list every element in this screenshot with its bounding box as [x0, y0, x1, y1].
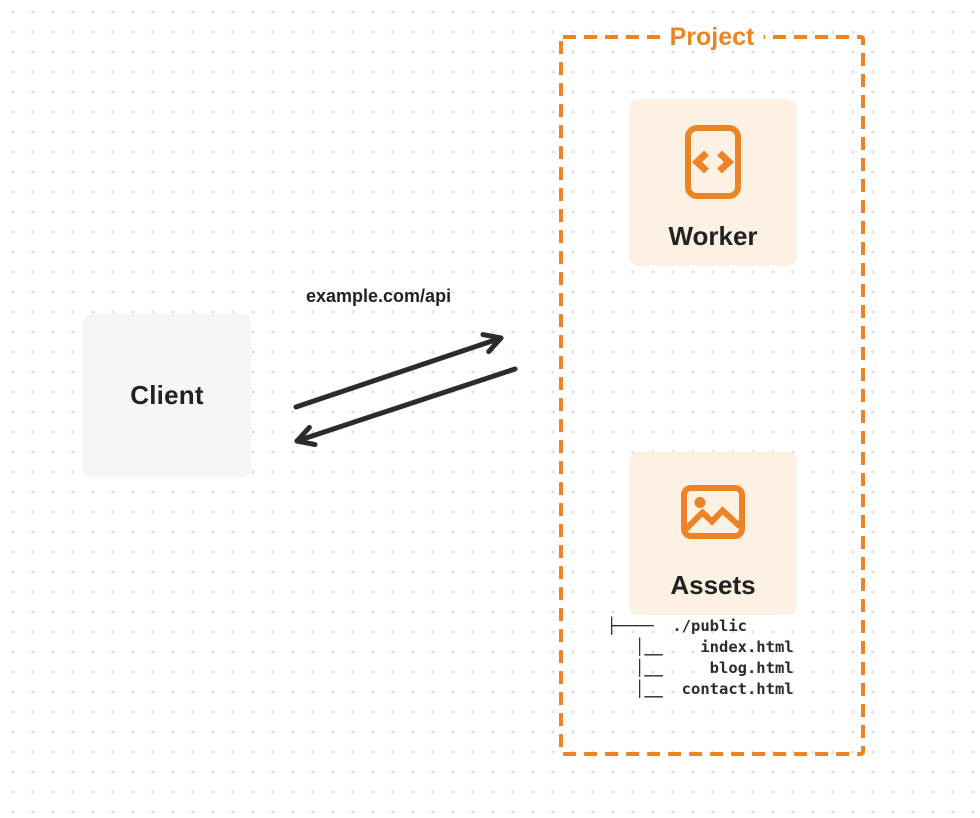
worker-label: Worker — [668, 221, 758, 251]
worker-node: Worker — [629, 99, 797, 266]
project-label: Project — [660, 24, 764, 50]
request-arrow — [293, 332, 504, 410]
request-url-label: example.com/api — [306, 286, 452, 306]
assets-label: Assets — [670, 570, 756, 600]
image-icon — [681, 485, 745, 539]
assets-node: Assets — [629, 452, 797, 615]
client-node: Client — [83, 314, 251, 477]
project-container: Project Worker Assets ├──── ./public │__… — [559, 24, 865, 756]
code-icon — [685, 125, 741, 199]
file-tree: ├──── ./public │__ index.html │__ blog.h… — [607, 617, 794, 698]
client-label: Client — [130, 380, 204, 410]
response-arrow — [294, 366, 518, 448]
